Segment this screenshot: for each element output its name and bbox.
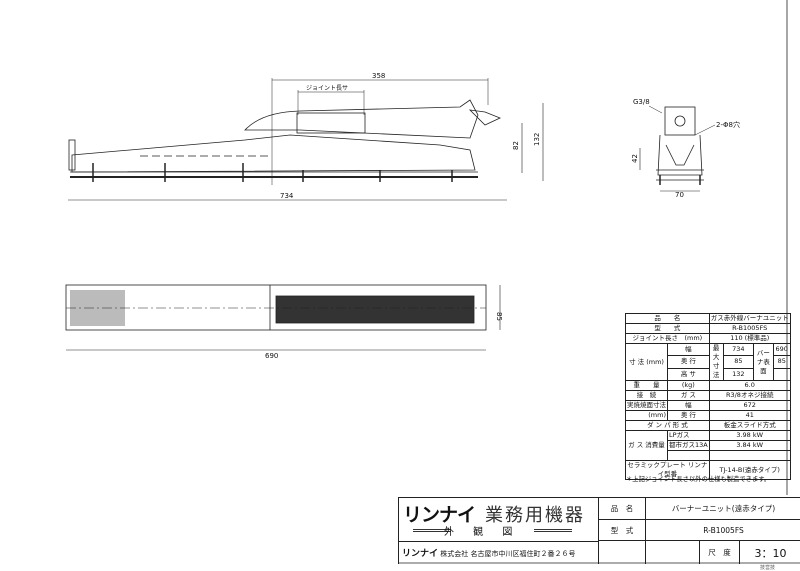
model: R-B1005FS [708, 323, 791, 334]
gas-consumption-text: ガ ス 消費量 [628, 441, 665, 449]
lp-label: LPガス [667, 430, 710, 441]
drawing-type: 外 観 図 [444, 527, 521, 538]
depth-label: 奥 行 [667, 355, 710, 369]
product-name-label: 品 名 [625, 313, 710, 324]
approval-stamp: 技営技 [760, 565, 776, 571]
max-size-label: 最大寸法 [708, 343, 724, 381]
connection-sub: ガ ス [667, 390, 710, 401]
burner-depth: 85 [772, 355, 791, 369]
gas-consumption-label: ガ ス 消費量 [625, 430, 668, 461]
dim-length-label: 734 [280, 192, 294, 200]
grill-unit: (mm) [625, 410, 668, 421]
joint-length-label: ジョイント長サ [306, 85, 348, 92]
dim-plan-depth-label: 85 [495, 312, 503, 321]
end-view [639, 105, 716, 192]
plate-model: TJ-14-B(遠赤タイプ) [708, 460, 791, 480]
joint-length-label: ジョイント長さ (mm) [625, 333, 710, 344]
dim-plan-length-label: 690 [265, 352, 278, 360]
company-address: 株式会社 名古屋市中川区福住町２番２６号 [440, 550, 576, 558]
model-value: R-B1005FS [646, 520, 800, 541]
damper-label: ダ ン パ 形 式 [625, 420, 710, 431]
grill-label: 実焼焼面寸法 [625, 400, 668, 411]
lp-value: 3.98 kW [708, 430, 791, 441]
weight-unit: (kg) [667, 380, 710, 391]
joint-length: 110 (標準品) [708, 333, 791, 344]
scale-label: 尺 度 [700, 541, 740, 564]
connection-label: G3/8 [633, 98, 650, 106]
max-height: 132 [722, 367, 755, 382]
weight: 6.0 [708, 380, 791, 391]
product-name: ガス赤外線バーナユニット [708, 313, 791, 324]
dim-burner-height-label: 82 [512, 141, 520, 150]
name-value: バーナーユニット(遠赤タイプ) [646, 498, 800, 520]
division-label: 業務用機器 [485, 505, 585, 526]
grill-depth: 41 [708, 410, 791, 421]
connection-label: 接 続 [625, 390, 668, 401]
burner-surface-label: バーナ表面 [753, 343, 774, 381]
company-info: リンナイ 株式会社 名古屋市中川区福住町２番２６号 [402, 546, 575, 559]
dim-end-width-label: 70 [675, 191, 684, 199]
city-gas-label: 都市ガス13A [667, 440, 710, 451]
city-gas-value: 3.84 kW [708, 440, 791, 451]
connection: R3/8オネジ接続 [708, 390, 791, 401]
burner-width: 690 [772, 342, 791, 357]
grill-width-label: 幅 [667, 400, 710, 411]
name-label: 品 名 [599, 498, 646, 520]
hole-label: 2-Φ8穴 [716, 120, 740, 129]
spec-note: ＊上記ジョイント長さ以外の仕様も製造できます。 [626, 476, 771, 483]
size-label: 寸 法 (mm) [625, 343, 668, 381]
company-brand: リンナイ [402, 549, 439, 559]
grill-width: 672 [708, 400, 791, 411]
max-width: 734 [722, 342, 755, 357]
dim-joint-label: 358 [372, 72, 385, 80]
plan-view [65, 284, 501, 351]
model-label: 型 式 [625, 323, 710, 334]
brand-logo: リンナイ [403, 504, 476, 526]
dim-total-height-label: 132 [533, 133, 541, 146]
weight-label: 重 量 [625, 380, 668, 391]
damper: 板金スライド方式 [708, 420, 791, 431]
model-label: 型 式 [599, 520, 646, 541]
height-label: 高 サ [667, 367, 710, 382]
grill-depth-label: 奥 行 [667, 410, 710, 421]
scale-value: 3：10 [754, 546, 787, 560]
dim-end-height-label: 42 [631, 154, 639, 163]
title-block: リンナイ 業務用機器 外 観 図 リンナイ 株式会社 名古屋市中川区福住町２番２… [398, 497, 800, 564]
side-view [68, 78, 544, 201]
max-depth: 85 [722, 355, 755, 369]
width-label: 幅 [667, 342, 710, 357]
